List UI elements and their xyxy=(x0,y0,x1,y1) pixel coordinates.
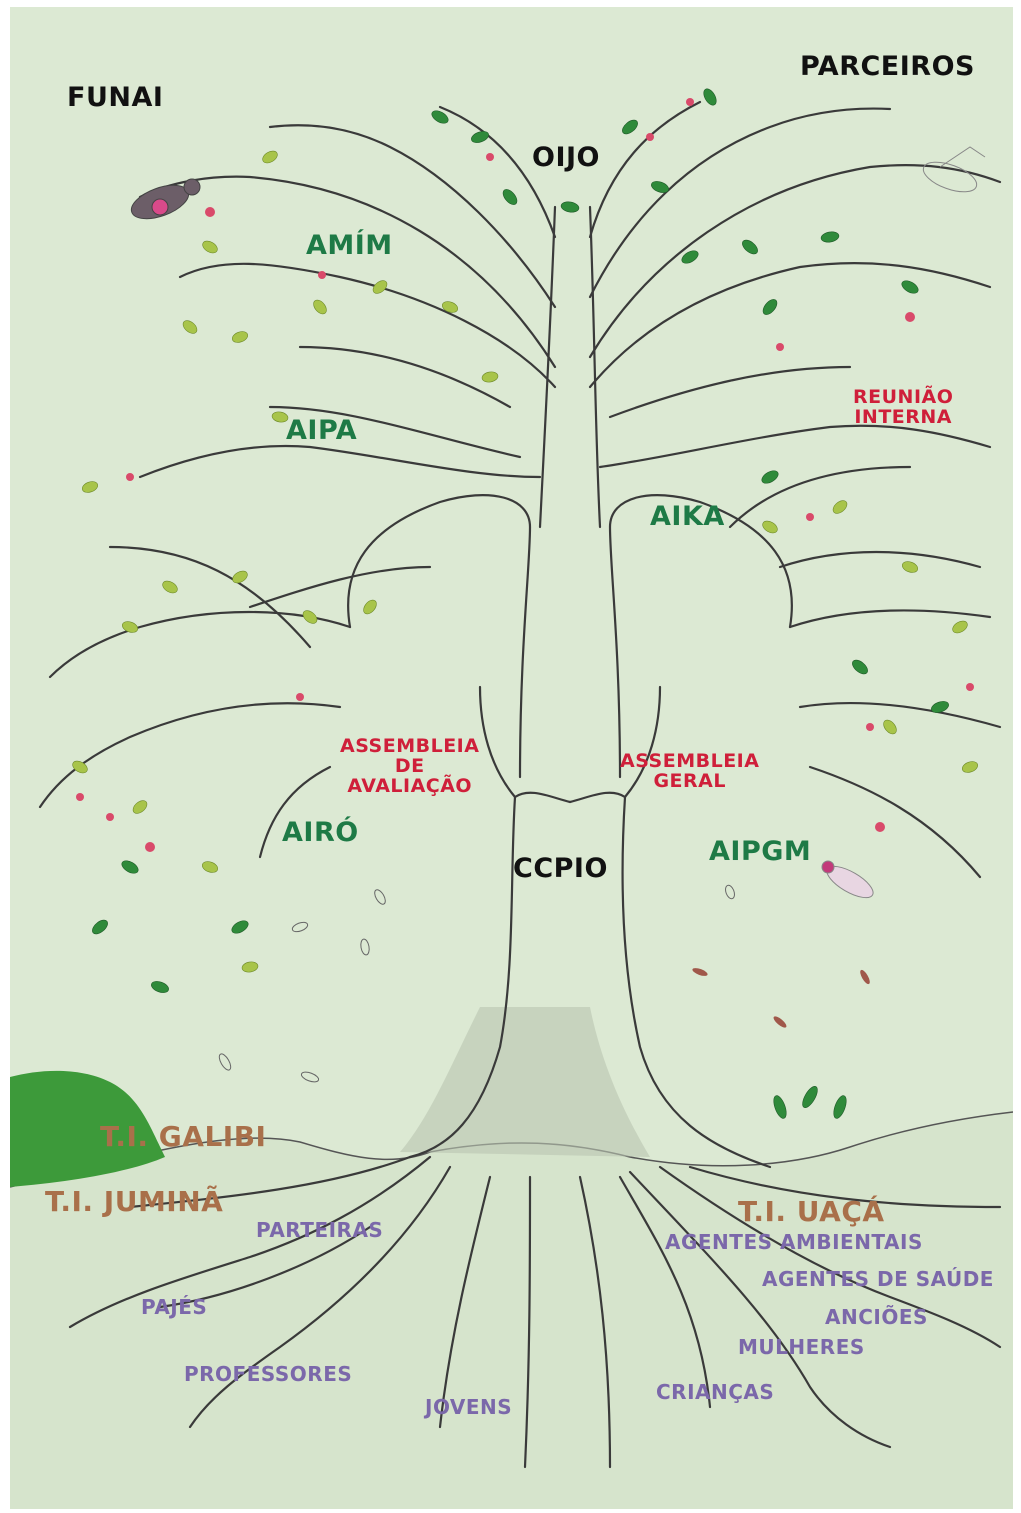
label-airo: AIRÓ xyxy=(282,819,359,847)
label-mulheres: MULHERES xyxy=(738,1337,865,1358)
label-ccpio: CCPIO xyxy=(513,855,608,883)
tree-illustration: FUNAI PARCEIROS OIJO CCPIO AMÍM AIPA AIK… xyxy=(10,7,1013,1509)
label-aipa: AIPA xyxy=(286,417,357,445)
label-pajes: PAJÉS xyxy=(141,1297,207,1318)
label-reuniao-interna-line1: REUNIÃO xyxy=(853,388,953,408)
bird-left xyxy=(127,179,200,226)
label-ti-jumina: T.I. JUMINÃ xyxy=(45,1187,223,1216)
label-professores: PROFESSORES xyxy=(184,1364,352,1385)
label-amim: AMÍM xyxy=(306,232,393,260)
label-agentes-ambientais: AGENTES AMBIENTAIS xyxy=(665,1232,923,1253)
label-jovens: JOVENS xyxy=(425,1397,512,1418)
label-agentes-saude: AGENTES DE SAÚDE xyxy=(762,1269,994,1290)
label-funai: FUNAI xyxy=(67,84,163,112)
label-parteiras: PARTEIRAS xyxy=(256,1220,383,1241)
label-ancioes: ANCIÕES xyxy=(825,1307,928,1328)
label-reuniao-interna-line2: INTERNA xyxy=(853,408,953,428)
label-criancas: CRIANÇAS xyxy=(656,1382,774,1403)
bird-lower-right xyxy=(822,860,878,903)
label-assembleia-geral: ASSEMBLEIA GERAL xyxy=(620,752,759,792)
label-assembleia-avaliacao-line3: AVALIAÇÃO xyxy=(340,777,479,797)
label-aika: AIKA xyxy=(650,503,725,531)
label-assembleia-geral-line2: GERAL xyxy=(620,772,759,792)
label-ti-galibi: T.I. GALIBI xyxy=(100,1122,266,1151)
label-assembleia-avaliacao-line1: ASSEMBLEIA xyxy=(340,737,479,757)
label-assembleia-avaliacao-line2: DE xyxy=(340,757,479,777)
label-oijo: OIJO xyxy=(532,144,600,172)
label-assembleia-geral-line1: ASSEMBLEIA xyxy=(620,752,759,772)
label-parceiros: PARCEIROS xyxy=(800,53,975,81)
label-reuniao-interna: REUNIÃO INTERNA xyxy=(853,388,953,428)
label-ti-uaca: T.I. UAÇÁ xyxy=(738,1197,885,1226)
bird-right xyxy=(920,147,985,198)
label-assembleia-avaliacao: ASSEMBLEIA DE AVALIAÇÃO xyxy=(340,737,479,797)
label-aipgm: AIPGM xyxy=(709,838,811,866)
